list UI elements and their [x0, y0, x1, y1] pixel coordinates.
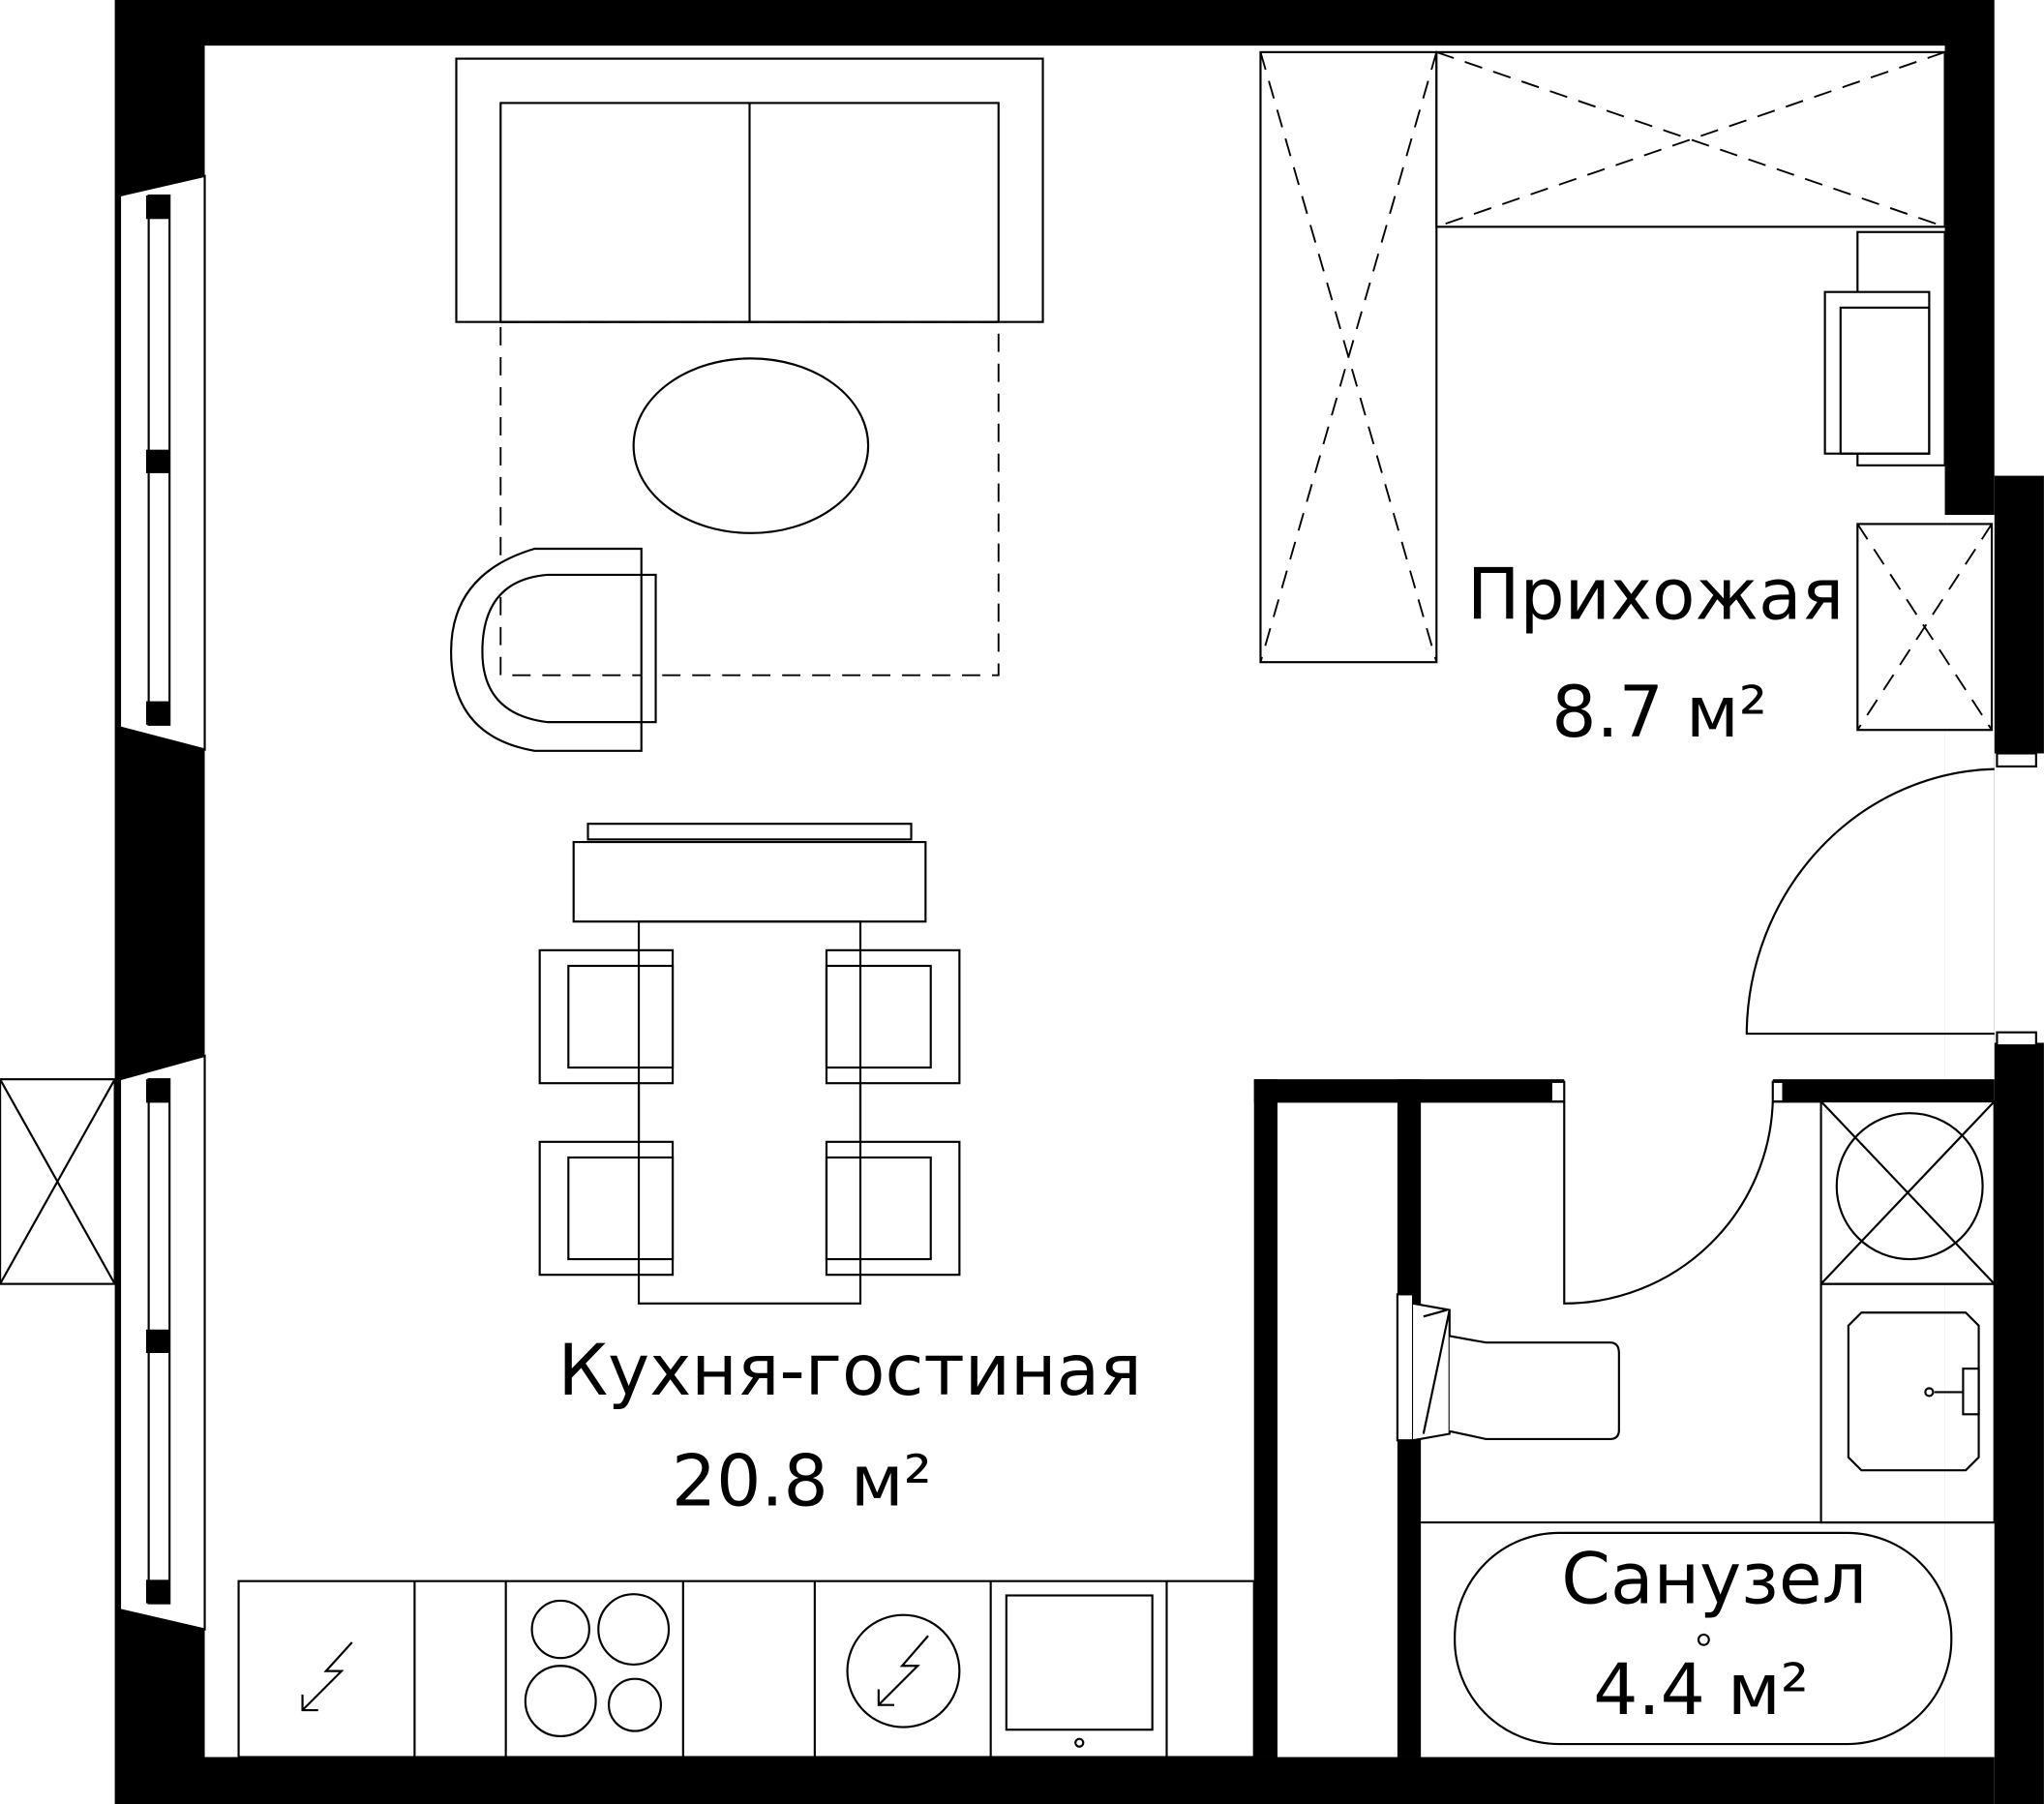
room-name-bathroom: Санузел	[1561, 1539, 1867, 1621]
room-area-bathroom: 4.4 м²	[1593, 1649, 1809, 1731]
hob-icon	[524, 1593, 671, 1738]
room-name-hallway: Прихожая	[1467, 555, 1844, 637]
room-name-kitchen-living: Кухня-гостиная	[558, 1330, 1142, 1412]
wardrobe-tall	[1259, 50, 1438, 664]
sofa	[455, 57, 1044, 323]
chair	[538, 948, 675, 1085]
wardrobe-top	[1435, 50, 1946, 228]
sink-icon	[301, 1641, 353, 1712]
balcony-unit	[0, 1078, 116, 1285]
hall-bench	[1823, 230, 1946, 466]
chair	[538, 1140, 675, 1277]
room-area-kitchen-living: 20.8 м²	[672, 1441, 932, 1523]
rug	[499, 320, 1000, 676]
dishwasher-icon	[846, 1613, 961, 1729]
bathtub	[1454, 1531, 1953, 1746]
room-area-hallway: 8.7 м²	[1551, 672, 1767, 754]
chair	[825, 948, 961, 1085]
coffee-table	[632, 357, 870, 534]
toilet	[1396, 1293, 1620, 1442]
armchair	[450, 547, 657, 752]
entrance-door[interactable]	[1745, 767, 1995, 1036]
bathroom-door[interactable]	[1563, 1101, 1774, 1305]
shoe-cabinet	[1856, 523, 1994, 732]
window-upper	[118, 174, 206, 751]
dining-set	[538, 823, 961, 1305]
washing-machine	[1819, 1099, 1996, 1285]
window-lower	[118, 1054, 206, 1631]
kitchen-counter	[237, 1579, 1255, 1759]
chair	[825, 1140, 961, 1277]
oven-icon	[1005, 1594, 1154, 1748]
